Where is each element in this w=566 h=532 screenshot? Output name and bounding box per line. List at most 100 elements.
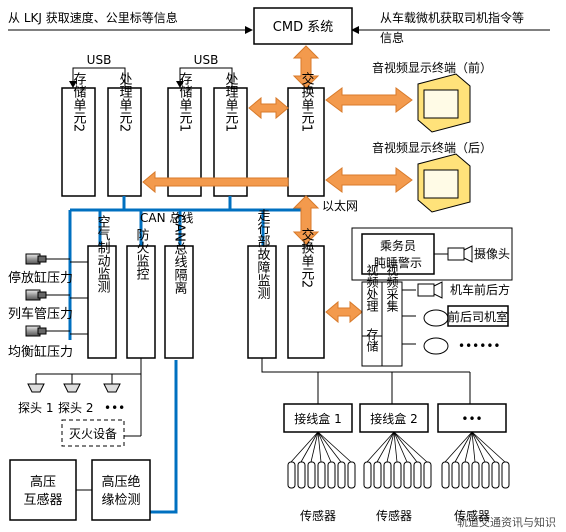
camera-more-label: •••••• <box>458 339 500 353</box>
can-bus-isolation-line <box>142 360 178 514</box>
sensor-icon <box>461 461 470 489</box>
av-terminal-front-label: 音视频显示终端（前） <box>372 60 492 75</box>
storage-unit-2-label: 存储单元2 <box>71 72 87 132</box>
video-capture-label: 视频采集 <box>385 263 399 312</box>
sensor-icon <box>297 461 306 489</box>
probe-1-icon <box>27 383 45 393</box>
fire-extinguisher-group <box>61 419 125 447</box>
sensor-icon <box>393 461 402 489</box>
can-bus-drop-top <box>122 196 232 210</box>
sensor-icon <box>307 461 316 489</box>
storage-label: 存储 <box>365 328 379 352</box>
sensor-icon <box>347 461 356 489</box>
probe-1-label: 探头 1 <box>18 401 53 415</box>
hv-transformer-label-1: 高压 <box>30 474 56 490</box>
monitor-rear-icon <box>417 153 471 213</box>
sensor-icon <box>491 461 500 489</box>
air-brake-monitor-box <box>87 245 117 359</box>
running-gear-monitor-box <box>247 245 277 359</box>
switch-rear-terminal-arrow <box>325 167 413 193</box>
usb-label-2: USB <box>87 53 112 67</box>
can-bus-label: CAN 总线 <box>140 211 193 225</box>
driver-cab-box <box>447 305 509 327</box>
monitor-front-icon <box>417 73 471 133</box>
cmd-system-label: CMD 系统 <box>273 20 333 35</box>
junction-bus-line <box>261 358 471 404</box>
sensor-label-1: 传感器 <box>300 508 336 523</box>
loco-front-rear-label: 机车前后方 <box>450 282 510 297</box>
switch-unit-2-label: 交换单元2 <box>299 227 315 288</box>
sensor-icon <box>403 461 412 489</box>
hv-insulation-box <box>91 459 151 521</box>
hv-transformer-box <box>9 459 77 521</box>
probe-bus-line <box>36 358 142 375</box>
equalizing-pressure-label: 均衡缸压力 <box>8 344 73 360</box>
usb-bracket-2 <box>72 67 126 88</box>
dome-camera-icon <box>423 337 449 355</box>
usb-bracket-1 <box>179 67 233 88</box>
sensor-icon <box>363 461 372 489</box>
microcomputer-info-note-1: 从车载微机获取司机指令等 <box>380 10 524 25</box>
switch-unit-1-label: 交换单元1 <box>299 71 315 132</box>
sensor-icon <box>451 461 460 489</box>
sensor-icon <box>423 461 432 489</box>
hv-insulation-label-1: 高压绝 <box>101 474 140 490</box>
probe-more-label: ••• <box>104 401 125 415</box>
crew-alert-label-2: 盹睡警示 <box>374 255 422 270</box>
junction-box-1-label: 接线盒 1 <box>294 411 341 426</box>
junction-box-2 <box>359 403 429 433</box>
ethernet-label: 以太网 <box>322 198 358 213</box>
sensor-icon <box>317 461 326 489</box>
sensor-label-3: 传感器 <box>454 508 490 523</box>
cab-dome-camera-icon <box>423 309 449 327</box>
sensor-icon <box>337 461 346 489</box>
camera-label: 摄像头 <box>474 246 510 261</box>
switch2-video-arrow <box>325 300 363 324</box>
fire-monitor-label: 防火监控 <box>134 227 150 280</box>
air-brake-monitor-label: 空气制动监测 <box>95 215 111 293</box>
probe-3-icon <box>103 383 121 393</box>
usb-label-1: USB <box>194 53 219 67</box>
hv-transformer-label-2: 互感器 <box>23 492 62 508</box>
watermark: 轨道交通资讯与知识 <box>457 515 556 529</box>
running-gear-monitor-label: 走行部故障监测 <box>255 209 271 300</box>
crew-alert-box <box>361 233 435 275</box>
sensor-icon <box>383 461 392 489</box>
switch-unit-2-box <box>287 245 325 359</box>
cmd-system-box <box>253 7 353 45</box>
storage-unit-1-label: 存储单元1 <box>177 72 193 132</box>
switch-proc-left-arrow <box>142 170 289 194</box>
processing-unit-1-label: 处理单元1 <box>223 72 239 132</box>
microcomputer-info-note-2: 信息 <box>380 30 404 45</box>
sensor-label-2: 传感器 <box>376 508 412 523</box>
can-bus-drops <box>68 210 265 340</box>
sensor-cluster-group <box>287 431 510 489</box>
driver-cab-label: 前后司机室 <box>448 309 508 324</box>
storage-unit-2-box <box>61 87 96 197</box>
can-bus-isolation-label: CAN总线隔离 <box>172 214 188 294</box>
video-processing-label: 视频处理 <box>365 263 379 312</box>
ethernet-arrow <box>292 195 320 245</box>
lkj-info-note: 从 LKJ 获取速度、公里标等信息 <box>8 10 178 25</box>
proc1-switch-arrow <box>248 96 289 120</box>
train-pipe-pressure-label: 列车管压力 <box>8 306 73 322</box>
hv-insulation-label-2: 缘检测 <box>101 493 140 508</box>
junction-box-more-label: ••• <box>461 412 482 426</box>
junction-box-2-label: 接线盒 2 <box>370 411 417 426</box>
av-terminal-rear-label: 音视频显示终端（后） <box>372 140 492 155</box>
parking-cylinder-pressure-label: 停放缸压力 <box>8 270 73 286</box>
sensor-icon <box>413 461 422 489</box>
fire-extinguisher-label: 灭火设备 <box>69 427 117 441</box>
sensor-icon <box>373 461 382 489</box>
crew-alert-label-1: 乘务员 <box>380 238 416 253</box>
sensor-icon <box>501 461 510 489</box>
junction-box-1 <box>283 403 353 433</box>
switch-front-terminal-arrow <box>325 87 413 113</box>
probe-2-label: 探头 2 <box>58 401 93 415</box>
processing-unit-2-label: 处理单元2 <box>117 72 133 132</box>
sensor-icon <box>327 461 336 489</box>
sensor-icon <box>441 461 450 489</box>
can-bus-isolation-box <box>164 245 194 359</box>
camera-icon <box>447 247 465 261</box>
processing-unit-2-box <box>107 87 142 197</box>
